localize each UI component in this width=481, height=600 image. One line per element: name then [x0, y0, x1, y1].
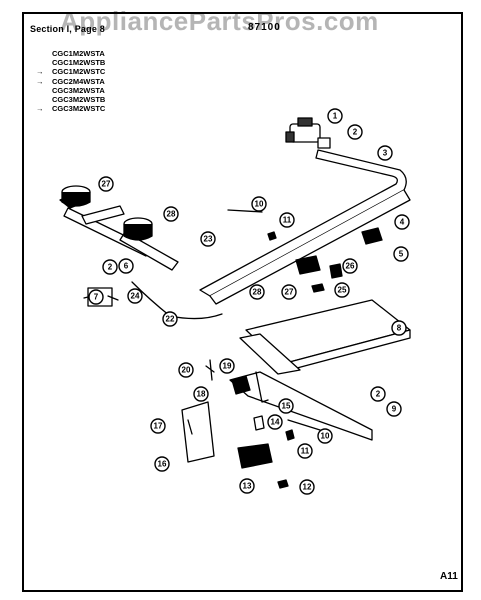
callout-27: 27	[98, 176, 114, 192]
callout-label: 28	[253, 288, 262, 297]
callout-20: 20	[178, 362, 194, 378]
model-item: CGC1M2WSTA	[36, 49, 105, 58]
callout-2: 2	[370, 386, 386, 402]
callout-label: 10	[255, 200, 264, 209]
regulator	[285, 117, 331, 149]
callout-8: 8	[391, 320, 407, 336]
model-item: → CGC2M4WSTA	[36, 77, 105, 86]
page-number: A11	[440, 571, 458, 582]
callout-17: 17	[150, 418, 166, 434]
section-label: Section I, Page 8	[30, 24, 105, 34]
callout-label: 27	[102, 180, 111, 189]
callout-label: 11	[301, 447, 310, 456]
callout-2: 2	[347, 124, 363, 140]
callout-label: 26	[346, 262, 355, 271]
callout-label: 16	[158, 460, 167, 469]
callout-26: 26	[342, 258, 358, 274]
callout-28: 28	[163, 206, 179, 222]
model-arrow-icon: →	[36, 104, 44, 114]
model-name: CGC3M2WSTC	[52, 104, 106, 114]
callout-label: 5	[399, 250, 404, 259]
callout-11: 11	[279, 212, 295, 228]
callout-6: 6	[118, 258, 134, 274]
callout-label: 17	[154, 422, 163, 431]
callout-16: 16	[154, 456, 170, 472]
callout-label: 24	[131, 292, 140, 301]
callout-18: 18	[193, 386, 209, 402]
callout-label: 7	[94, 293, 99, 302]
callout-label: 11	[283, 216, 292, 225]
diagram-code: 87100	[248, 22, 281, 33]
callout-label: 25	[338, 286, 347, 295]
callout-label: 10	[321, 432, 330, 441]
callout-9: 9	[386, 401, 402, 417]
callout-label: 2	[376, 390, 381, 399]
model-item: CGC3M2WSTB	[36, 95, 105, 104]
callout-10: 10	[317, 428, 333, 444]
callout-3: 3	[377, 145, 393, 161]
callout-11: 11	[297, 443, 313, 459]
callout-10: 10	[251, 196, 267, 212]
callout-1: 1	[327, 108, 343, 124]
model-item: → CGC1M2WSTC	[36, 67, 105, 76]
callout-label: 18	[197, 390, 206, 399]
callout-24: 24	[127, 288, 143, 304]
model-name: CGC3M2WSTA	[52, 85, 105, 95]
diagram-frame	[22, 12, 463, 592]
model-arrow-icon: →	[36, 76, 44, 86]
callout-15: 15	[278, 398, 294, 414]
callout-2: 2	[102, 259, 118, 275]
burner-heads	[61, 185, 153, 241]
callout-label: 15	[282, 402, 291, 411]
model-name: CGC1M2WSTA	[52, 49, 105, 58]
callout-14: 14	[267, 414, 283, 430]
callout-label: 23	[204, 235, 213, 244]
callout-13: 13	[239, 478, 255, 494]
watermark: AppliancePartsPros.com	[60, 6, 379, 36]
callout-27: 27	[281, 284, 297, 300]
burner-tubes	[59, 195, 179, 271]
callout-28: 28	[249, 284, 265, 300]
callout-22: 22	[162, 311, 178, 327]
callout-12: 12	[299, 479, 315, 495]
callout-label: 3	[383, 149, 388, 158]
callout-label: 27	[285, 288, 294, 297]
model-name: CGC1M2WSTC	[52, 67, 106, 77]
lower-manifold	[229, 371, 373, 441]
callout-4: 4	[394, 214, 410, 230]
callout-label: 14	[271, 418, 280, 427]
model-name: CGC1M2WSTB	[52, 58, 106, 68]
callout-5: 5	[393, 246, 409, 262]
callout-label: 13	[243, 482, 252, 491]
callout-label: 4	[400, 218, 405, 227]
callout-19: 19	[219, 358, 235, 374]
callout-label: 1	[333, 112, 338, 121]
model-name: CGC2M4WSTA	[52, 76, 105, 86]
callout-label: 28	[167, 210, 176, 219]
callout-label: 8	[397, 324, 402, 333]
model-item: → CGC3M2WSTC	[36, 104, 105, 113]
model-name: CGC3M2WSTB	[52, 95, 106, 105]
callout-label: 22	[166, 315, 175, 324]
callout-25: 25	[334, 282, 350, 298]
heat-shield	[239, 299, 411, 375]
callout-label: 2	[108, 263, 113, 272]
callout-label: 6	[124, 262, 129, 271]
manifold-pipe	[199, 149, 411, 305]
callout-label: 9	[392, 405, 397, 414]
callout-7: 7	[88, 289, 104, 305]
callout-label: 12	[303, 483, 312, 492]
callout-23: 23	[200, 231, 216, 247]
model-arrow-icon: →	[36, 67, 44, 77]
callout-label: 19	[223, 362, 232, 371]
callout-label: 2	[353, 128, 358, 137]
model-item: CGC3M2WSTA	[36, 86, 105, 95]
model-item: CGC1M2WSTB	[36, 58, 105, 67]
callout-label: 20	[182, 366, 191, 375]
